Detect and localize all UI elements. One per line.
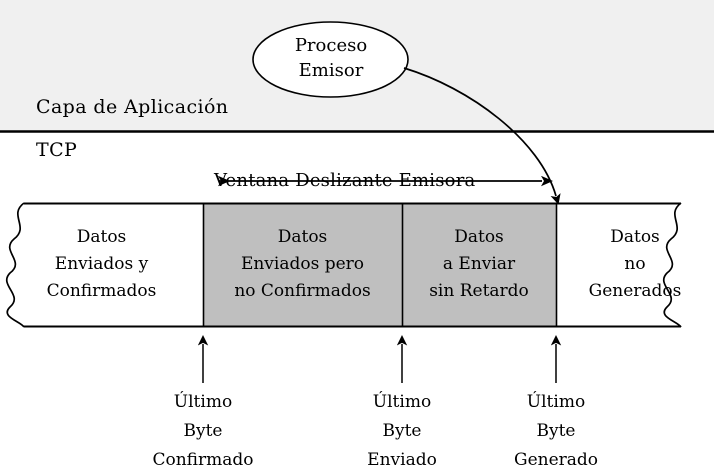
block-label-not-generated: Datos no Generados bbox=[556, 224, 714, 305]
buffer-left-zigzag-edge bbox=[6, 202, 25, 328]
block-label-line: Enviados pero bbox=[240, 254, 365, 274]
marker-label-line: Generado bbox=[513, 450, 599, 470]
process-node-line-2: Emisor bbox=[298, 60, 364, 81]
block-label-line: no bbox=[624, 254, 646, 274]
block-label-sendable: Datos a Enviar sin Retardo bbox=[402, 224, 556, 305]
marker-label-line: Último bbox=[526, 392, 586, 412]
block-label-line: a Enviar bbox=[442, 254, 516, 274]
block-label-line: Generados bbox=[588, 281, 682, 301]
block-label-line: Datos bbox=[610, 227, 660, 247]
block-label-line: no Confirmados bbox=[234, 281, 371, 301]
marker-label-line: Último bbox=[372, 392, 432, 412]
block-label-sent-unacked: Datos Enviados pero no Confirmados bbox=[203, 224, 402, 305]
marker-label-line: Enviado bbox=[367, 450, 437, 470]
block-label-line: Datos bbox=[277, 227, 328, 247]
marker-label-line: Byte bbox=[183, 421, 223, 441]
block-label-line: Enviados y bbox=[54, 254, 149, 274]
marker-label-line: Byte bbox=[536, 421, 576, 441]
block-label-line: Datos bbox=[76, 227, 127, 247]
marker-label-last-byte-sent: Último Byte Enviado bbox=[322, 388, 482, 475]
process-to-window-curve-arrow bbox=[403, 67, 561, 205]
process-node-label: Proceso Emisor bbox=[253, 33, 409, 83]
block-label-sent-acked: Datos Enviados y Confirmados bbox=[0, 224, 203, 305]
window-shaded-region bbox=[203, 204, 556, 326]
marker-label-line: Byte bbox=[382, 421, 422, 441]
application-layer-label: Capa de Aplicación bbox=[36, 96, 229, 118]
marker-label-line: Último bbox=[173, 392, 233, 412]
process-node-line-1: Proceso bbox=[294, 35, 368, 56]
block-label-line: sin Retardo bbox=[429, 281, 529, 301]
process-ellipse bbox=[252, 21, 409, 98]
block-label-line: Datos bbox=[454, 227, 504, 247]
buffer-right-zigzag-edge bbox=[663, 202, 682, 328]
sliding-window-label: Ventana Deslizante Emisora bbox=[214, 170, 476, 191]
marker-label-last-byte-written: Último Byte Generado bbox=[476, 388, 636, 475]
block-label-line: Confirmados bbox=[46, 281, 157, 301]
marker-label-last-byte-acked: Último Byte Confirmado bbox=[123, 388, 283, 475]
tcp-layer-label: TCP bbox=[36, 139, 78, 161]
marker-label-line: Confirmado bbox=[152, 450, 254, 470]
